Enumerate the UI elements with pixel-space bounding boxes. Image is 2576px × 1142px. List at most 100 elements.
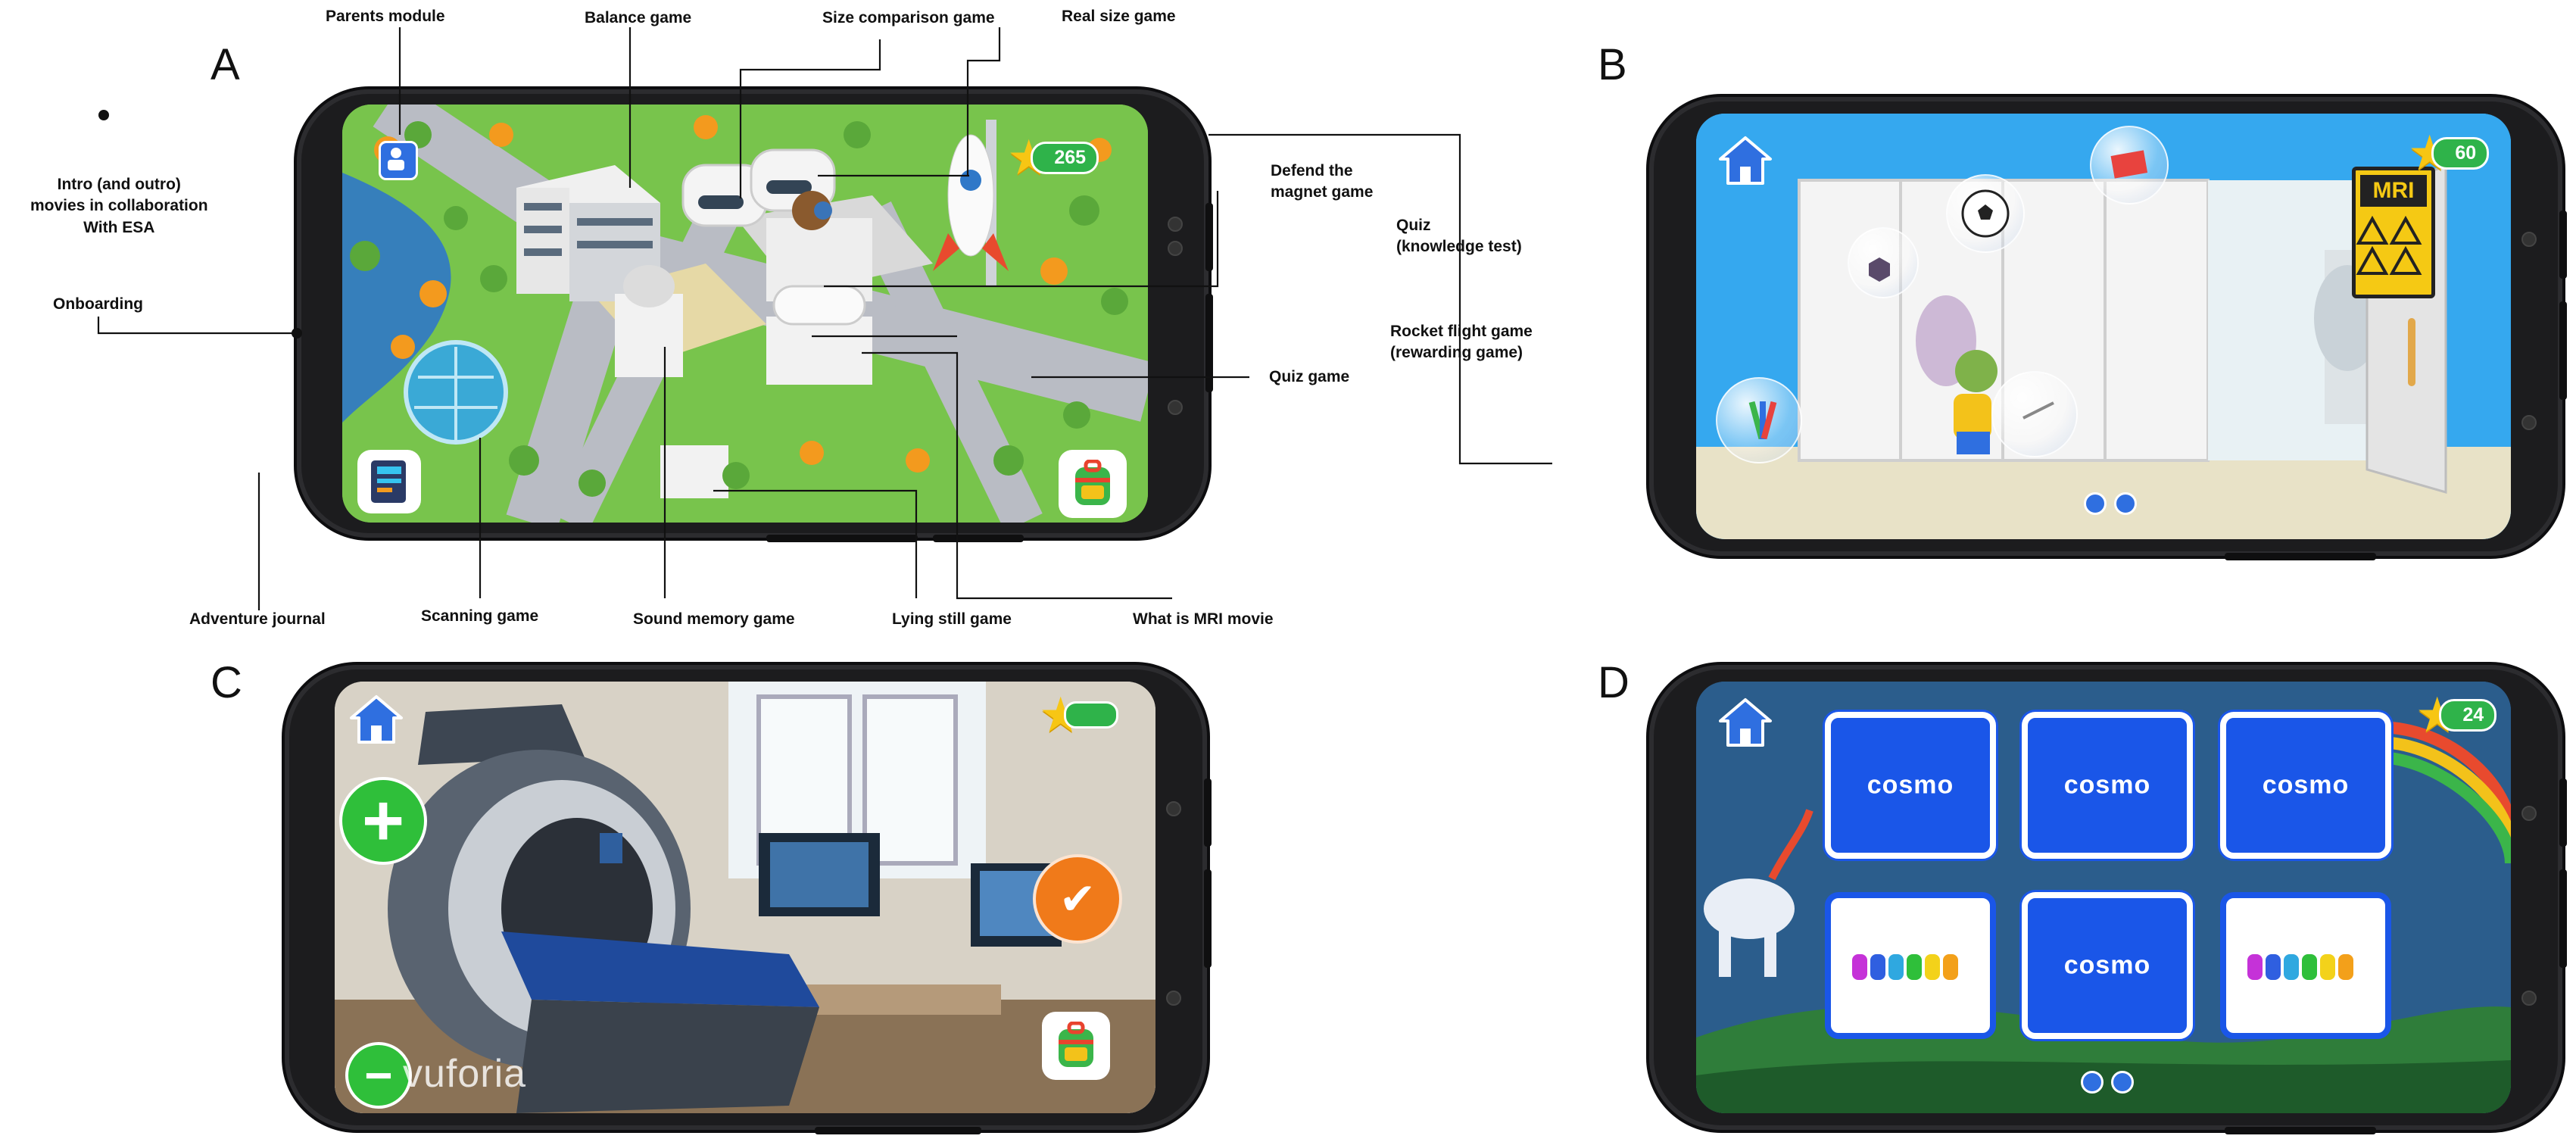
score-value: 24 [2439,698,2497,732]
panel-label-d: D [1598,658,1629,707]
mri-sign-text: MRI [2360,175,2427,207]
callout-intro-line: Intro (and outro) [57,176,181,193]
bubble-pencils[interactable] [1716,377,1802,463]
callout-defend-line: magnet game [1271,183,1374,201]
home-icon[interactable] [348,692,404,748]
sound-wave-icon [1852,954,1958,980]
bubble-scissors[interactable] [1991,371,2078,457]
panel-label-b: B [1598,40,1627,89]
phone-bottom-button [933,535,1024,542]
screen-b-defend-magnet: MRI ★ 60 [1696,114,2511,539]
score-value: 60 [2431,136,2490,170]
backpack-button[interactable] [1059,450,1127,518]
sound-memory-building [615,265,683,377]
bubble-bolt[interactable] [1848,227,1919,298]
page-dot[interactable] [2114,492,2137,515]
cosmo-logo: cosmo [2063,770,2151,800]
rocket [933,120,1009,286]
memory-card-facedown[interactable]: cosmo [2022,892,2193,1039]
callout-quiz-knowledge-test: Quiz (knowledge test) [1396,215,1522,258]
scanning-dome [404,340,508,445]
phone-bottom-button [815,1127,981,1134]
screen-c-ar-scanner: + − vuforia ✔ ★ [335,682,1155,1113]
phone-sensor [1166,991,1181,1006]
phone-sensor [2521,415,2537,430]
journal-icon [371,460,406,503]
parents-module-button[interactable] [379,141,418,180]
backpack-icon [1075,460,1110,505]
scissors-icon [2022,401,2054,420]
callout-quiz-line: (knowledge test) [1396,238,1522,256]
score-progress-bar [1064,701,1119,729]
phone-side-button [2559,869,2567,968]
callout-defend-magnet-game: Defend the magnet game [1271,161,1373,204]
callout-adventure-journal: Adventure journal [189,610,326,628]
phone-sensor [2521,991,2537,1006]
callout-parents-module: Parents module [326,8,445,25]
page-indicator [2084,492,2137,515]
home-icon[interactable] [1717,695,1773,751]
memory-card-facedown[interactable]: cosmo [2220,712,2391,859]
phone-side-button [1204,778,1212,847]
memory-card-facedown[interactable]: cosmo [1825,712,1996,859]
confirm-button[interactable]: ✔ [1033,854,1122,944]
screen-d-sound-memory: ★ 24 cosmo cosmo cosmo cosmo [1696,682,2511,1113]
phone-side-button [1205,203,1213,271]
callout-size-comparison-game: Size comparison game [822,9,995,27]
phone-camera [2521,806,2537,821]
phone-side-button [2559,778,2567,847]
callout-real-size-game: Real size game [1062,8,1176,25]
page-dot[interactable] [2111,1071,2134,1094]
callout-what-is-mri-movie: What is MRI movie [1133,610,1274,628]
phone-side-button [1205,294,1213,392]
bubble-book[interactable] [2090,126,2169,204]
backpack-icon [1059,1022,1093,1067]
page-dot[interactable] [2084,492,2107,515]
memory-card-revealed[interactable] [2220,892,2391,1039]
memory-card-facedown[interactable]: cosmo [2022,712,2193,859]
callout-scanning-game: Scanning game [421,607,539,625]
score-badge: ★ 60 [2408,129,2490,177]
callout-quiz-game: Quiz game [1269,368,1350,385]
parent-lock-icon [388,148,404,170]
cosmo-logo: cosmo [2262,770,2350,800]
bolt-icon [1869,257,1890,282]
panel-label-a: A [211,40,240,89]
zoom-out-button[interactable]: − [345,1042,412,1109]
cosmo-logo: cosmo [2063,950,2151,980]
phone-camera [1168,217,1183,232]
callout-quiz-line: Quiz [1396,217,1431,234]
screen-a-city-map: ★ 265 [342,105,1148,523]
callout-intro-movies: Intro (and outro) movies in collaboratio… [30,174,208,239]
city-map-illustration [342,105,1148,523]
callout-sound-memory-game: Sound memory game [633,610,795,628]
phone-bottom-button [2225,553,2376,560]
phone-sensor [1168,400,1183,415]
phone-frame-b: MRI ★ 60 [1649,97,2567,560]
score-badge: ★ 24 [2415,691,2497,739]
lying-still-building [766,285,872,385]
callout-rocket-flight-game: Rocket flight game (rewarding game) [1390,321,1533,364]
phone-sensor [1168,241,1183,256]
home-icon[interactable] [1717,133,1773,189]
phone-frame-c: + − vuforia ✔ ★ [285,665,1212,1134]
page-indicator [2081,1071,2134,1094]
callout-balance-game: Balance game [585,9,692,27]
callout-lying-still-game: Lying still game [892,610,1012,628]
panel-label-c: C [211,658,242,707]
callout-intro-line: With ESA [83,218,155,236]
callout-onboarding: Onboarding [53,295,143,313]
adventure-journal-button[interactable] [357,450,421,513]
phone-side-button [1204,869,1212,968]
page-dot[interactable] [2081,1071,2104,1094]
zoom-in-button[interactable]: + [339,777,427,865]
phone-frame-a: ★ 265 [297,89,1213,542]
warning-icon [2356,215,2422,275]
football-icon [1961,189,2010,238]
phone-camera [2521,232,2537,247]
bubble-football[interactable] [1946,174,2025,253]
memory-card-revealed[interactable] [1825,892,1996,1039]
backpack-button[interactable] [1042,1012,1110,1080]
callout-rocket-line: (rewarding game) [1390,344,1523,362]
